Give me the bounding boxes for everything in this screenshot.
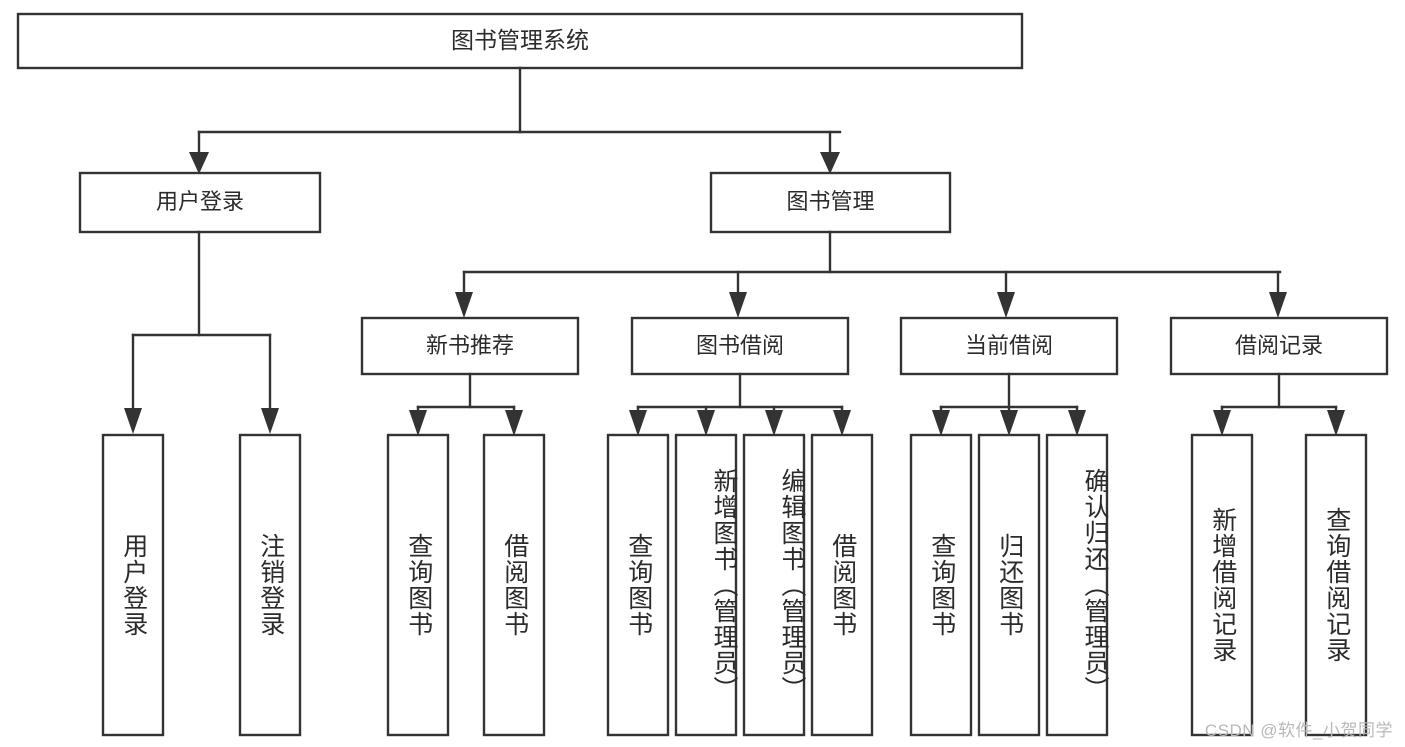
arrowhead-new-book — [455, 292, 473, 318]
node-leaf-confirm-return-box[interactable] — [1045, 433, 1109, 737]
node-leaf-query-book-3-box[interactable] — [909, 433, 973, 737]
node-leaf-borrow-book-1-box[interactable] — [482, 433, 546, 737]
arrowhead-current-borrow — [997, 292, 1015, 318]
arrowhead-book-borrow — [729, 292, 747, 318]
arrowhead-borrow-record-leaf1 — [1213, 410, 1231, 436]
arrowhead-book-manage — [820, 152, 840, 174]
arrowhead-current-borrow-leaf2 — [1000, 410, 1018, 436]
node-user-login-box[interactable] — [78, 171, 322, 234]
arrowhead-book-borrow-leaf4 — [833, 410, 851, 436]
arrowhead-new-book-leaf2 — [505, 410, 523, 436]
node-leaf-logout-box[interactable] — [238, 433, 302, 737]
node-leaf-borrow-book-2-box[interactable] — [810, 433, 874, 737]
watermark-text: CSDN @软件_小贺同学 — [1204, 721, 1393, 740]
arrowhead-borrow-record — [1269, 292, 1287, 318]
arrowhead-current-borrow-leaf1 — [932, 410, 950, 436]
node-book-manage-box[interactable] — [709, 171, 952, 234]
node-new-book-box[interactable] — [360, 316, 580, 376]
arrowhead-user-login — [189, 152, 209, 174]
node-leaf-query-book-1-box[interactable] — [386, 433, 450, 737]
arrowhead-user-login-leaf2 — [261, 408, 279, 434]
arrowhead-new-book-leaf1 — [409, 410, 427, 436]
arrowhead-borrow-record-leaf2 — [1327, 410, 1345, 436]
node-borrow-record-box[interactable] — [1169, 316, 1389, 376]
node-book-borrow-box[interactable] — [630, 316, 850, 376]
node-leaf-add-book-box[interactable] — [674, 433, 738, 737]
node-leaf-query-book-2-box[interactable] — [606, 433, 670, 737]
node-root-box[interactable] — [16, 12, 1024, 70]
arrowhead-current-borrow-leaf3 — [1068, 410, 1086, 436]
node-leaf-query-record-box[interactable] — [1304, 433, 1368, 737]
arrowhead-book-borrow-leaf3 — [765, 410, 783, 436]
node-current-borrow-box[interactable] — [899, 316, 1119, 376]
node-leaf-edit-book-box[interactable] — [742, 433, 806, 737]
arrowhead-book-borrow-leaf2 — [697, 410, 715, 436]
node-leaf-add-record-box[interactable] — [1190, 433, 1254, 737]
node-leaf-return-book-box[interactable] — [977, 433, 1041, 737]
node-leaf-user-login-box[interactable] — [101, 433, 165, 737]
arrowhead-book-borrow-leaf1 — [629, 410, 647, 436]
arrowhead-user-login-leaf1 — [124, 408, 142, 434]
